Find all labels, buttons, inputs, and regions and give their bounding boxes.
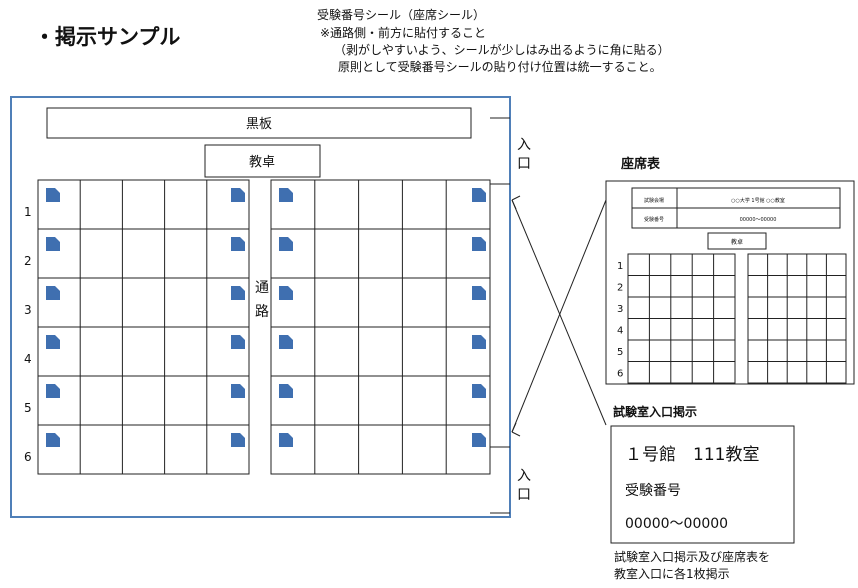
mini-row-label: 1 — [617, 261, 623, 272]
mini-row-label: 2 — [617, 283, 623, 294]
row-label: 6 — [24, 450, 32, 464]
entrance-bottom-label-1: 入 — [517, 468, 531, 484]
instruction-line-3: （剥がしやすいよう、シールが少しはみ出るように角に貼る） — [334, 42, 670, 57]
seat-sticker — [472, 286, 486, 300]
seating-chart-frame — [605, 180, 855, 385]
row-label: 3 — [24, 303, 32, 317]
seat-sticker — [279, 237, 293, 251]
seat-sticker — [279, 188, 293, 202]
arrow-notice-to-bottom — [511, 199, 607, 433]
classroom-outline — [10, 96, 511, 518]
entrance-notice-box — [610, 425, 795, 544]
seating-chart-title: 座席表 — [620, 156, 661, 172]
seat-sticker — [231, 286, 245, 300]
entrance-notice-caption: 試験室入口掲示 — [613, 404, 697, 419]
seat-sticker — [231, 335, 245, 349]
seat-sticker — [46, 237, 60, 251]
seat-sticker — [279, 286, 293, 300]
info-value-number: 00000～00000 — [740, 217, 777, 223]
instruction-line-4: 原則として受験番号シールの貼り付け位置は統一すること。 — [338, 59, 662, 74]
instruction-line-2: ※通路側・前方に貼付すること — [320, 25, 486, 40]
seat-sticker — [279, 335, 293, 349]
entrance-top-label-2: 口 — [517, 156, 531, 172]
seat-sticker — [279, 384, 293, 398]
info-label-venue: 試験会場 — [644, 197, 664, 204]
podium — [204, 144, 321, 178]
mini-row-label: 6 — [617, 369, 623, 380]
mini-row-label: 3 — [617, 304, 623, 315]
mini-row-label: 5 — [617, 347, 623, 358]
seating-chart-podium — [707, 232, 767, 250]
seat-sticker — [46, 433, 60, 447]
row-label: 1 — [24, 205, 32, 219]
arrow-head-bottom-a — [511, 431, 521, 437]
seat-sticker — [46, 286, 60, 300]
seating-chart-podium-label: 教卓 — [731, 238, 743, 246]
entrance-notice-number-range: 00000～00000 — [625, 516, 728, 532]
seat-sticker — [279, 433, 293, 447]
seat-sticker — [46, 384, 60, 398]
mini-row-label: 4 — [617, 326, 623, 337]
entrance-top-label-1: 入 — [517, 137, 531, 153]
blackboard-label: 黒板 — [246, 117, 272, 132]
row-label: 2 — [24, 254, 32, 268]
arrow-chart-to-top — [511, 199, 607, 426]
footer-note-line-1: 試験室入口掲示及び座席表を — [614, 549, 770, 564]
row-label: 5 — [24, 401, 32, 415]
arrow-head-top-b — [511, 199, 517, 210]
aisle-label-1: 通 — [255, 280, 269, 296]
seating-chart-grid: 1 2 3 4 5 6 — [617, 253, 847, 384]
seat-sticker — [472, 433, 486, 447]
seat-sticker — [231, 237, 245, 251]
page-title: ・掲示サンプル — [34, 25, 180, 49]
seat-sticker — [46, 335, 60, 349]
entrance-notice-number-label: 受験番号 — [625, 483, 681, 499]
podium-label: 教卓 — [249, 154, 275, 170]
info-value-venue: ○○大学 1号館 ○○教室 — [731, 197, 785, 204]
seat-sticker — [231, 384, 245, 398]
blackboard — [46, 107, 472, 139]
seat-sticker — [472, 188, 486, 202]
seat-sticker — [472, 237, 486, 251]
entrance-notice-room: １号館 111教室 — [625, 445, 759, 465]
arrow-head-top-a — [511, 195, 521, 201]
aisle-label-2: 路 — [255, 304, 269, 320]
seat-grid: 1 2 3 4 5 6 — [24, 179, 491, 475]
instruction-line-1: 受験番号シール（座席シール） — [317, 7, 485, 22]
row-label: 4 — [24, 352, 32, 366]
seat-sticker — [231, 188, 245, 202]
info-label-number: 受験番号 — [644, 216, 664, 223]
footer-note-line-2: 教室入口に各1枚掲示 — [614, 566, 730, 581]
seat-sticker — [472, 335, 486, 349]
seat-sticker — [46, 188, 60, 202]
arrow-head-bottom-b — [511, 422, 517, 433]
seat-sticker — [472, 384, 486, 398]
entrance-bottom-label-2: 口 — [517, 487, 531, 503]
seat-sticker — [231, 433, 245, 447]
